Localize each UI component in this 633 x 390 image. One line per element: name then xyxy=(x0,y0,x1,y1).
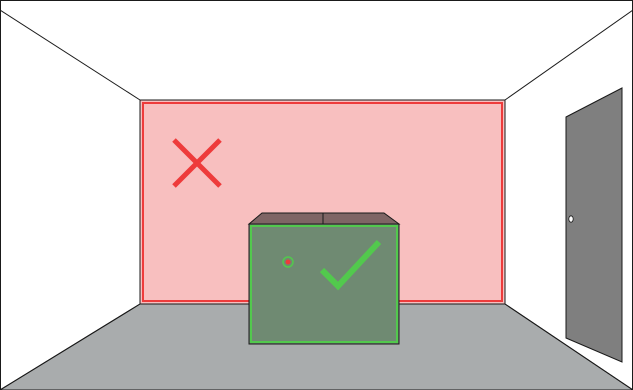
door-knob[interactable] xyxy=(569,216,573,222)
box[interactable] xyxy=(249,213,399,344)
door[interactable] xyxy=(566,88,622,362)
box-top xyxy=(249,213,399,224)
